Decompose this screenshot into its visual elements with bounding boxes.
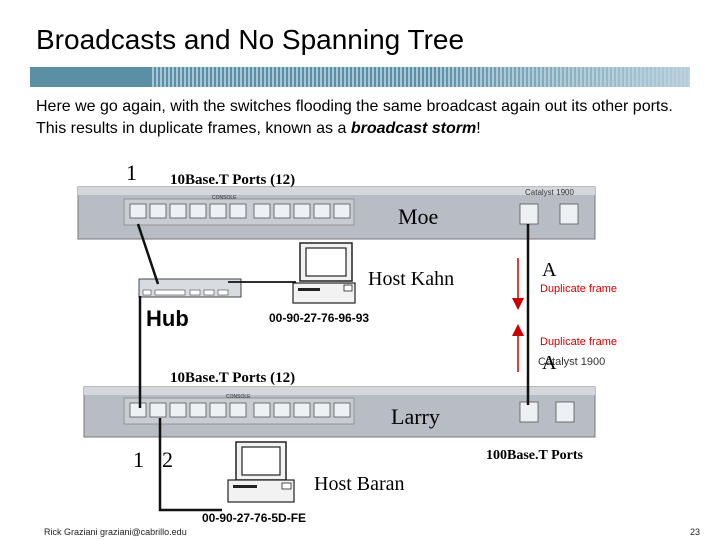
title-underline-bar <box>30 67 690 87</box>
bottom-port-2-label: 2 <box>162 447 173 472</box>
top-ports-label: 10Base.T Ports (12) <box>170 172 295 188</box>
host-kahn-computer <box>292 242 356 304</box>
larry-model-label: Catalyst 1900 <box>538 356 605 368</box>
moe-port-b <box>559 203 579 225</box>
cable-moe-port1-to-hub <box>136 223 160 285</box>
intro-paragraph: Here we go again, with the switches floo… <box>36 96 696 140</box>
switch-moe-name: Moe <box>398 204 438 229</box>
moe-model-label: Catalyst 1900 <box>525 188 574 197</box>
footer-page-number: 23 <box>690 527 700 537</box>
intro-end: ! <box>476 120 481 137</box>
hub-device <box>138 278 242 298</box>
host-baran-computer <box>227 441 295 503</box>
cable-larry-port2-to-host-baran <box>158 418 222 512</box>
fast-ports-label: 100Base.T Ports <box>486 448 584 463</box>
slide-title: Broadcasts and No Spanning Tree <box>36 24 465 55</box>
host-baran-mac: 00-90-27-76-5D-FE <box>202 511 306 525</box>
title-bar-solid <box>30 67 150 87</box>
hub-label: Hub <box>146 306 189 331</box>
footer-author: Rick Graziani graziani@cabrillo.edu <box>44 527 187 537</box>
port-a-top-label: A <box>542 259 557 281</box>
larry-console-label: CONSOLE <box>226 394 251 400</box>
moe-console-label: CONSOLE <box>212 195 237 201</box>
bottom-port-1-label: 1 <box>133 447 144 472</box>
moe-port-row <box>129 203 351 219</box>
host-kahn-label: Host Kahn <box>368 268 454 290</box>
larry-port-b <box>555 401 575 423</box>
intro-text: Here we go again, with the switches floo… <box>36 98 673 137</box>
bottom-ports-label: 10Base.T Ports (12) <box>170 370 295 386</box>
title-bar-fade <box>430 67 690 87</box>
cables <box>136 223 530 512</box>
intro-emphasis: broadcast storm <box>350 120 477 137</box>
moe-port-a <box>519 203 539 225</box>
host-kahn-mac: 00-90-27-76-96-93 <box>269 311 369 325</box>
larry-port-row <box>129 402 351 418</box>
switch-moe: CONSOLE Catalyst 1900 <box>77 186 596 240</box>
port-a-bottom-label: A <box>542 352 557 374</box>
switch-larry-name: Larry <box>391 404 440 429</box>
host-baran-label: Host Baran <box>314 473 405 495</box>
duplicate-frame-top-label: Duplicate frame <box>540 283 617 295</box>
top-port-number: 1 <box>126 160 137 185</box>
duplicate-frame-bottom-label: Duplicate frame <box>540 336 617 348</box>
switch-larry: CONSOLE Catalyst 1900 <box>83 356 605 438</box>
